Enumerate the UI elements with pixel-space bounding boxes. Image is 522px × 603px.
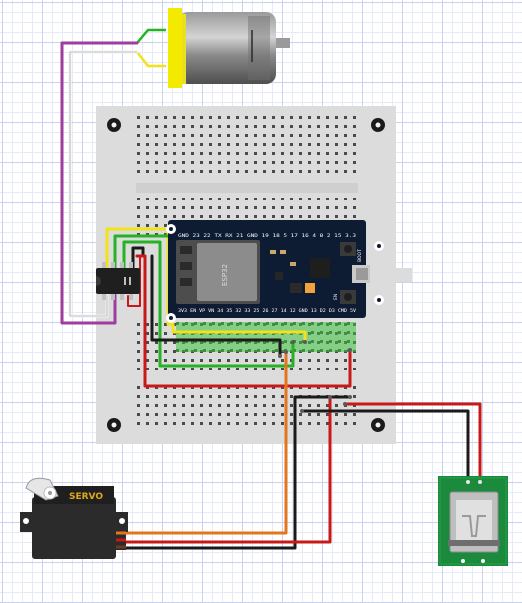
hole-field-top: [137, 116, 356, 176]
motor-lead-green: [136, 28, 166, 44]
wire-orange-servo: [123, 350, 288, 535]
servo-label: SERVO: [69, 492, 103, 502]
esp32-bottom-pin-labels: 3V3 EN VP VN 34 35 32 33 25 26 27 14 12 …: [178, 308, 357, 313]
wire-black-board: [150, 254, 282, 358]
wire-red-usb: [343, 402, 482, 478]
boot-label: BOOT: [357, 249, 363, 262]
esp32-wroom-shield: [197, 243, 257, 301]
esp32-top-header: [172, 230, 358, 238]
capacitor: [305, 283, 315, 293]
wire-red-board: [135, 254, 352, 388]
usb-serial-chip: [310, 258, 330, 278]
esp32-board: ESP32 BOOT EN GND 23 22 TX RX 21 GND 19 …: [166, 220, 384, 323]
wire-red-servo: [123, 395, 332, 544]
hole-highlight: [176, 322, 356, 352]
motor-driver-ic: [96, 262, 140, 300]
wire-black-usb: [300, 409, 470, 478]
wires: [60, 41, 482, 550]
wire-black-servo: [123, 395, 352, 550]
motor-shaft: [270, 38, 290, 48]
wire-purple: [60, 41, 139, 325]
ic-body: [96, 268, 140, 294]
usb-breakout-board: [438, 476, 508, 566]
hole-field-bottom: [137, 382, 356, 426]
wire-green: [113, 234, 295, 368]
esp32-mount-holes: [166, 224, 384, 323]
breadboard-trench: [136, 183, 358, 193]
breadboard-notch: [390, 268, 412, 282]
en-label: EN: [333, 294, 339, 300]
motor-end-cap: [168, 8, 182, 88]
esp32-chip-text: ESP32: [221, 264, 229, 286]
wire-yellow: [105, 227, 307, 344]
dc-motor: [168, 8, 290, 88]
motor-lead-yellow: [136, 51, 166, 68]
esp32-top-pin-labels: GND 23 22 TX RX 21 GND 19 18 5 17 16 4 0…: [178, 233, 357, 238]
servo-body: [32, 497, 116, 559]
servo-motor: SERVO: [20, 477, 128, 559]
